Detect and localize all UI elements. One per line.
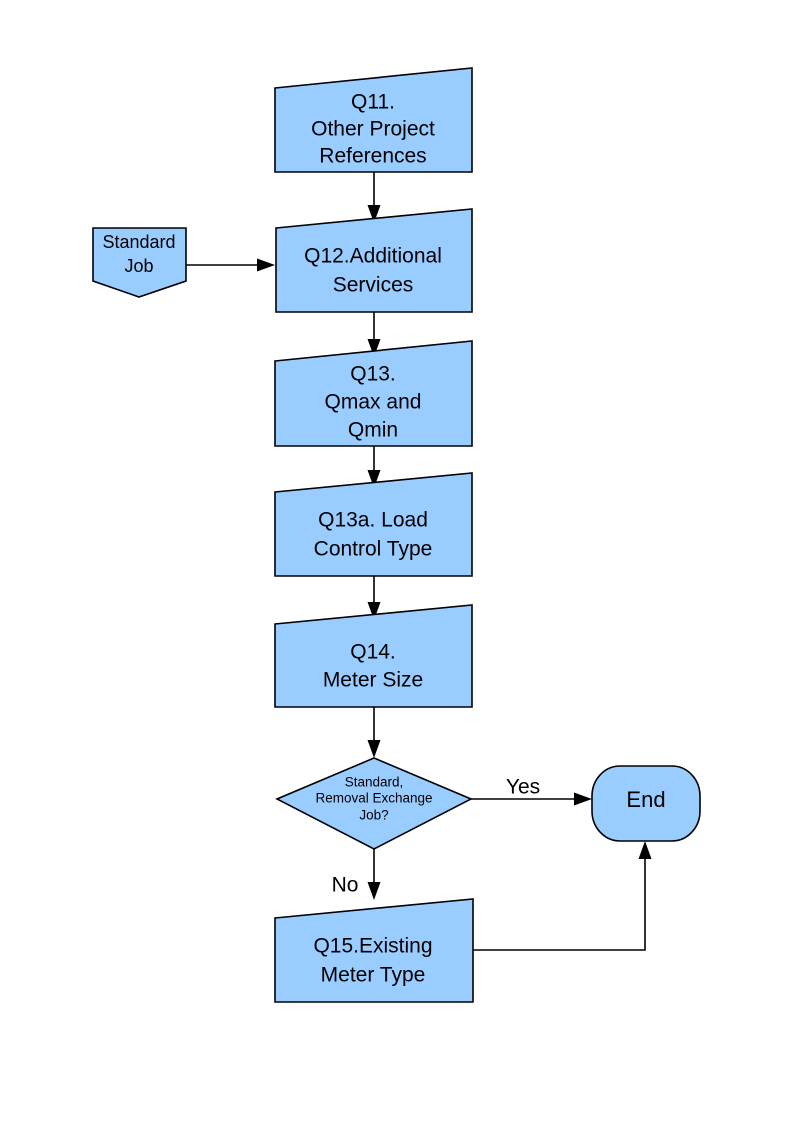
edge-label-no: No (332, 874, 359, 897)
node-decision-line-3: Job? (359, 808, 388, 823)
connector-q14-to-decision (367, 707, 381, 758)
node-standard-job-shape[interactable] (92, 227, 187, 298)
node-decision[interactable]: Standard, Removal Exchange Job? (275, 757, 473, 850)
connector-q12-to-q13 (367, 312, 381, 357)
node-q14-shape[interactable] (274, 604, 473, 708)
node-q13[interactable]: Q13. Qmax and Qmin (274, 340, 473, 447)
node-q13-line-1: Q13. (350, 363, 396, 386)
node-q14[interactable]: Q14. Meter Size (274, 604, 473, 708)
edge-label-yes: Yes (506, 776, 540, 799)
node-q12-line-1: Q12.Additional (304, 245, 442, 268)
node-q13-line-3: Qmin (348, 419, 398, 442)
node-q13a[interactable]: Q13a. Load Control Type (274, 472, 473, 577)
node-q15-line-1: Q15.Existing (313, 935, 432, 958)
node-q12[interactable]: Q12.Additional Services (275, 208, 473, 313)
connector-decision-to-end-yes (471, 792, 592, 806)
arrowhead-icon (367, 205, 381, 223)
node-q11-line-3: References (319, 145, 426, 168)
connector-q13-to-q13a (367, 446, 381, 488)
node-end[interactable]: End (591, 765, 701, 842)
node-decision-line-2: Removal Exchange (315, 791, 432, 806)
connector-decision-to-q15-no (367, 849, 381, 900)
node-q12-line-2: Services (333, 274, 414, 297)
node-q11-line-1: Q11. (351, 91, 395, 114)
node-q13a-line-2: Control Type (314, 538, 433, 561)
node-q11-line-2: Other Project (311, 118, 435, 141)
node-decision-shape[interactable] (275, 757, 473, 850)
arrowhead-icon (574, 792, 592, 806)
node-q13-line-2: Qmax and (325, 391, 422, 414)
node-q15-shape[interactable] (274, 898, 474, 1003)
connector-q15-to-end (473, 841, 652, 951)
node-q13-shape[interactable] (274, 340, 473, 447)
node-q13a-shape[interactable] (274, 472, 473, 577)
connector-q11-to-q12 (367, 172, 381, 223)
arrowhead-icon (367, 740, 381, 758)
node-q15-line-2: Meter Type (321, 964, 426, 987)
node-q15[interactable]: Q15.Existing Meter Type (274, 898, 474, 1003)
node-standard-job-line-2: Job (124, 256, 153, 276)
node-q11-shape[interactable] (274, 67, 473, 173)
node-standard-job-line-1: Standard (102, 232, 175, 252)
node-decision-line-1: Standard, (345, 775, 404, 790)
node-q11[interactable]: Q11. Other Project References (274, 67, 473, 173)
arrowhead-icon (257, 258, 275, 272)
connector-standardjob-to-q12 (186, 258, 275, 272)
arrowhead-icon (367, 602, 381, 620)
node-standard-job[interactable]: Standard Job (92, 227, 187, 298)
arrowhead-icon (367, 882, 381, 900)
connector-q13a-to-q14 (367, 576, 381, 620)
node-q13a-line-1: Q13a. Load (318, 509, 428, 532)
arrowhead-icon (367, 470, 381, 488)
node-end-shape[interactable] (591, 765, 701, 842)
arrowhead-icon (638, 841, 652, 859)
node-q14-line-1: Q14. (350, 641, 396, 664)
node-q12-shape[interactable] (275, 208, 473, 313)
node-q14-line-2: Meter Size (323, 669, 423, 692)
node-end-label: End (626, 787, 665, 812)
arrowhead-icon (367, 339, 381, 357)
